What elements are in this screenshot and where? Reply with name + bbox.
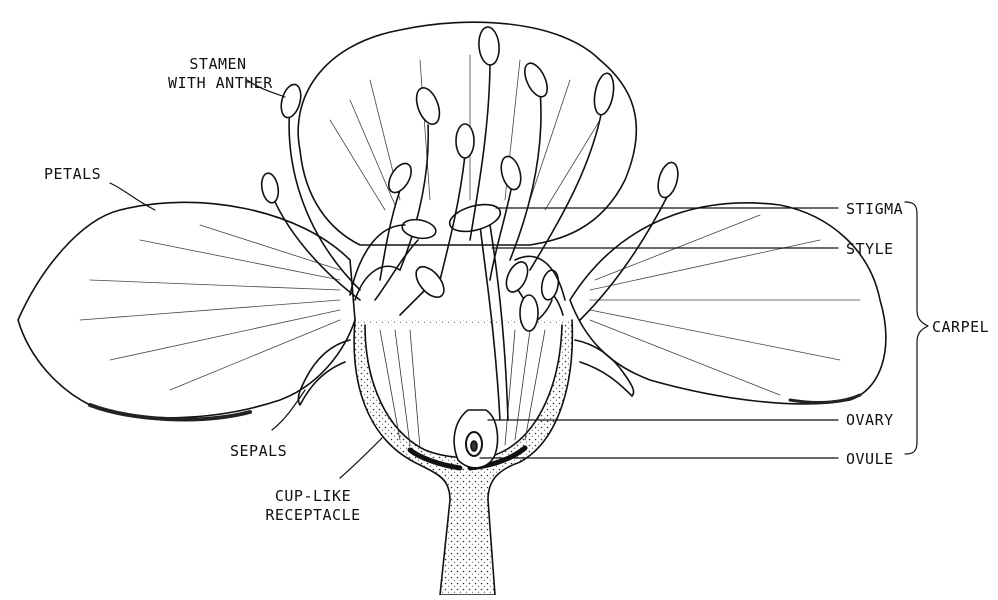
receptacle-label: CUP-LIKE RECEPTACLE [258, 487, 368, 525]
style-label: STYLE [846, 240, 894, 259]
left-petal-veins [80, 225, 340, 390]
stigma-label: STIGMA [846, 200, 903, 219]
left-petal-edge [90, 405, 250, 419]
ovule-inner [471, 441, 477, 451]
sepals-label: SEPALS [230, 442, 287, 461]
right-petal [570, 203, 886, 404]
left-petal [18, 202, 355, 417]
stamen-label-line1: STAMEN [168, 55, 268, 74]
stamen-label-line2: WITH ANTHER [168, 74, 268, 93]
carpel-bracket [905, 202, 928, 454]
right-petal-veins [590, 215, 860, 395]
stamen-label: STAMEN WITH ANTHER [168, 55, 268, 93]
left-sepal [298, 340, 350, 405]
ovary-label: OVARY [846, 411, 894, 430]
petals-leader [110, 183, 155, 210]
receptacle-label-line1: CUP-LIKE [258, 487, 368, 506]
ovule-label: OVULE [846, 450, 894, 469]
stamens [260, 26, 682, 331]
carpel-label: CARPEL [932, 318, 989, 337]
petals-label: PETALS [44, 165, 101, 184]
right-petal-edge [790, 395, 860, 402]
receptacle-leader [340, 438, 382, 478]
receptacle-label-line2: RECEPTACLE [258, 506, 368, 525]
